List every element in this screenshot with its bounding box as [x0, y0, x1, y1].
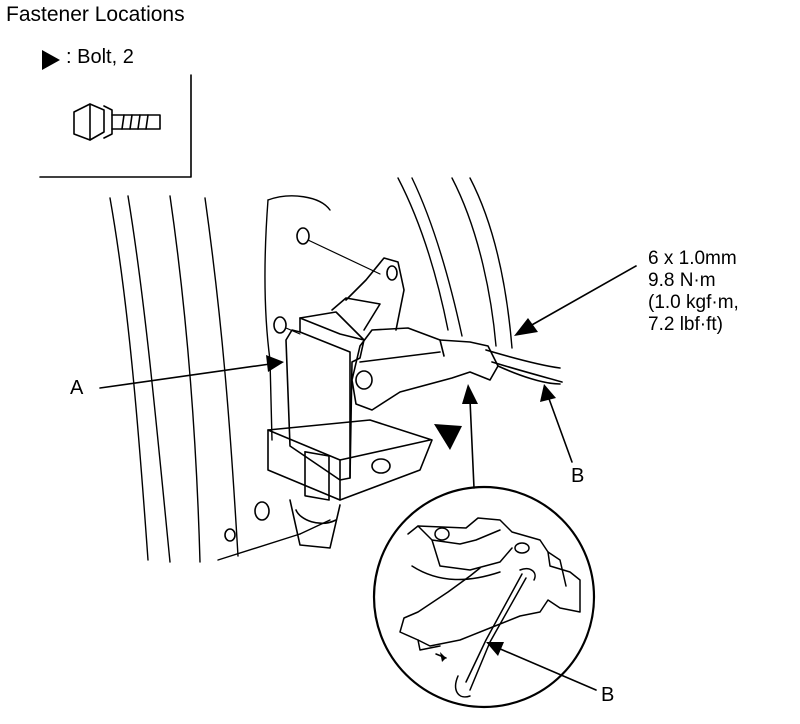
- bolt-hole-lower-right: [371, 458, 391, 474]
- callout-b-detail-label: B: [601, 684, 615, 706]
- callout-arrows: [99, 265, 637, 691]
- hood-latch-bracket: [285, 257, 499, 501]
- latch-block: [267, 419, 433, 549]
- legend-box-frame: [39, 74, 192, 178]
- body-panel-lines: [109, 177, 513, 563]
- bolt-hole-small: [224, 528, 236, 542]
- callout-b-label: B: [571, 465, 585, 487]
- detail-view-latch: [399, 517, 581, 698]
- detail-view-circle: [372, 485, 596, 709]
- triangle-marker-icon: [42, 50, 60, 70]
- bolt-hole-upper: [296, 227, 310, 245]
- spec-size: 6 x 1.0mm: [648, 248, 737, 269]
- bolt-hole-left: [273, 316, 287, 334]
- torque-spec: 6 x 1.0mm 9.8 N·m (1.0 kgf·m, 7.2 lbf·ft…: [648, 248, 739, 336]
- bolt-hole-lower-left: [254, 501, 270, 521]
- diagram-title: Fastener Locations: [6, 3, 185, 26]
- spec-torque-lbfft: 7.2 lbf·ft): [648, 314, 723, 335]
- legend-bolt-text: : Bolt, 2: [66, 46, 134, 68]
- callout-a-label: A: [70, 377, 84, 399]
- release-cable: [485, 349, 563, 385]
- spec-torque-kgfm: (1.0 kgf·m,: [648, 292, 739, 313]
- bolt-icon: [73, 103, 161, 141]
- spec-torque-nm: 9.8 N·m: [648, 270, 716, 291]
